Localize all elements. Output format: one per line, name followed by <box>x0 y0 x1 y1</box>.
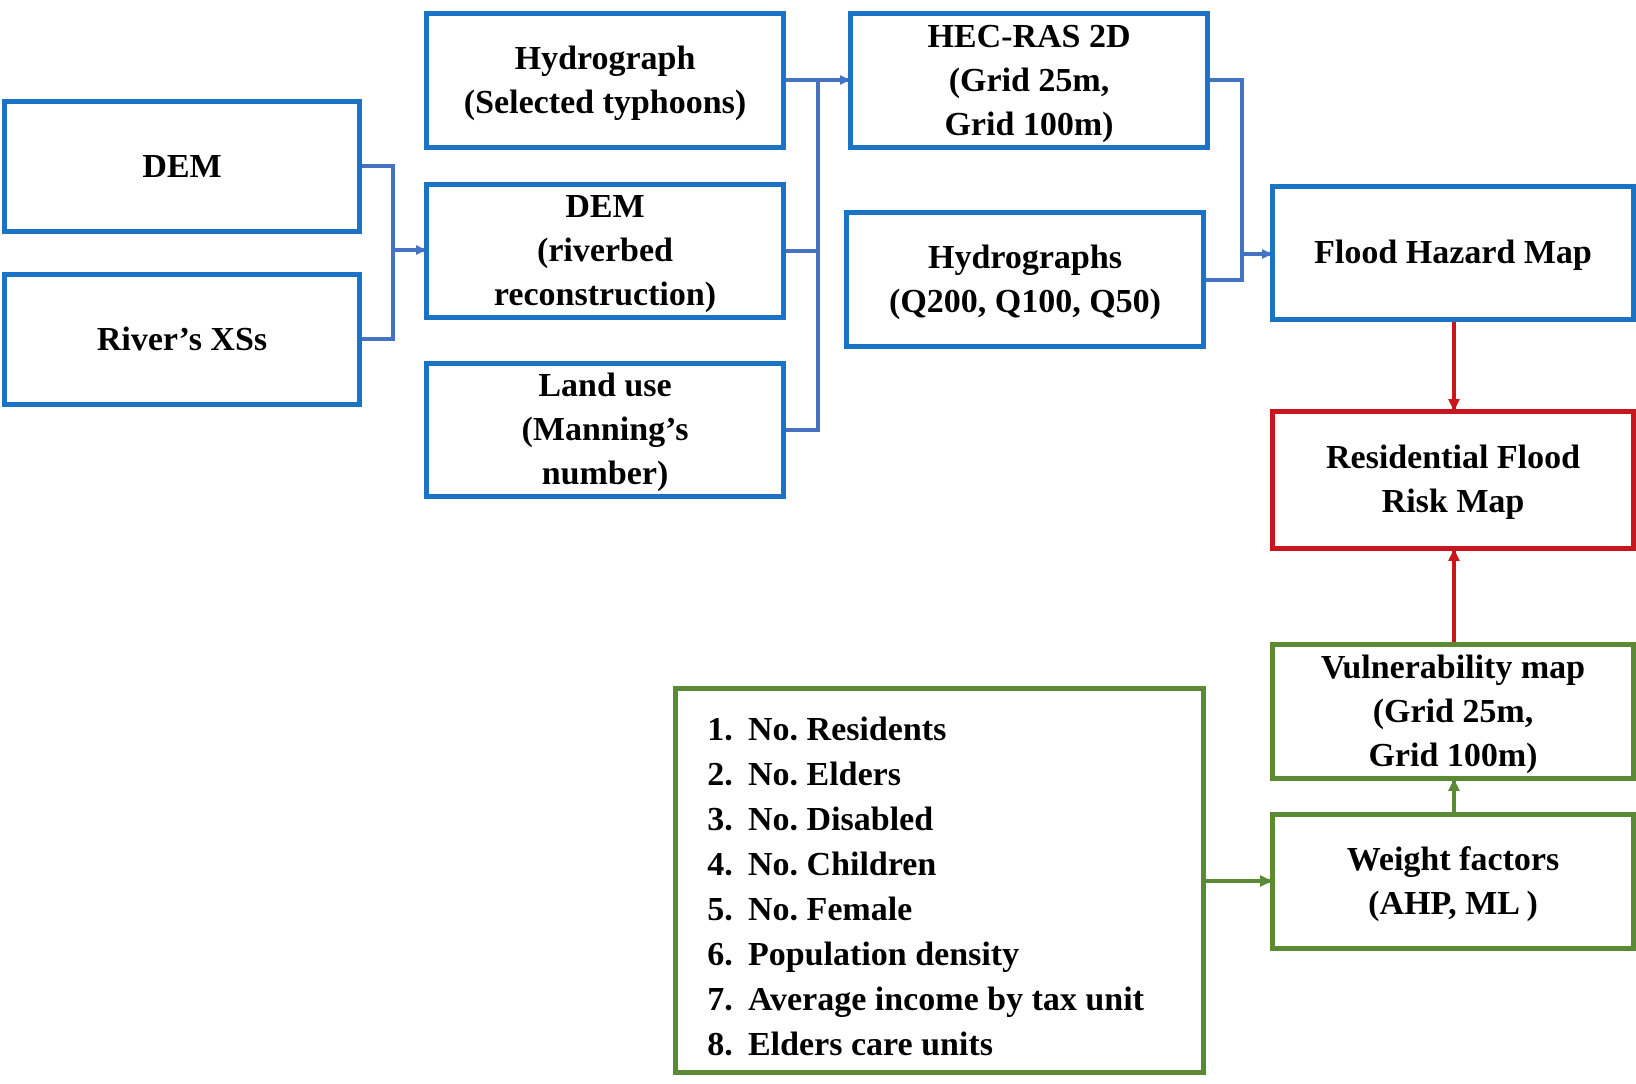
box-label-line: number) <box>541 455 669 492</box>
box-label-line: reconstruction) <box>493 276 717 313</box>
box-label-line: Hydrograph <box>514 39 696 77</box>
box-label-line: Grid 100m) <box>944 105 1114 143</box>
flood-hazard-map-box: Flood Hazard Map <box>1270 184 1636 322</box>
dem-riverbed-box: DEM (riverbed reconstruction) <box>424 182 786 320</box>
vulnerability-map-box: Vulnerability map (Grid 25m, Grid 100m) <box>1270 642 1636 781</box>
weight-factors-box: Weight factors (AHP, ML ) <box>1270 812 1636 951</box>
box-label-line: (riverbed <box>537 232 673 269</box>
box-label-line: DEM <box>565 188 645 225</box>
box-label-line: DEM <box>142 147 222 185</box>
box-label-line: Weight factors <box>1346 840 1560 878</box>
list-item: 6.Population density <box>707 936 1020 973</box>
hec-ras-box: HEC-RAS 2D (Grid 25m, Grid 100m) <box>848 11 1210 150</box>
box-label-line: Risk Map <box>1381 483 1525 520</box>
river-xs-box: River’s XSs <box>2 272 362 407</box>
dem-box: DEM <box>2 99 362 234</box>
list-item: 8.Elders care units <box>707 1026 993 1063</box>
box-label-line: HEC-RAS 2D <box>927 17 1131 55</box>
vulnerability-indicators-list: 1.No. Residents 2.No. Elders 3.No. Disab… <box>673 686 1206 1075</box>
box-label-line: Land use <box>538 367 672 404</box>
box-label-line: River’s XSs <box>96 320 268 358</box>
box-label-line: (Q200, Q100, Q50) <box>889 282 1161 320</box>
box-label-line: (Grid 25m, <box>1372 692 1534 730</box>
list-item: 7.Average income by tax unit <box>707 981 1144 1018</box>
box-label-line: (AHP, ML ) <box>1368 884 1538 922</box>
box-label-line: Hydrographs <box>928 238 1122 276</box>
box-label-line: Residential Flood <box>1325 439 1581 476</box>
list-item: 1.No. Residents <box>707 711 947 748</box>
hydrograph-typhoons-box: Hydrograph (Selected typhoons) <box>424 11 786 150</box>
hydrographs-q-box: Hydrographs (Q200, Q100, Q50) <box>844 210 1206 349</box>
box-label-line: Grid 100m) <box>1368 736 1538 774</box>
box-label-line: (Grid 25m, <box>948 61 1110 99</box>
connector-hec-ras <box>1206 78 1244 282</box>
connector-dem-to-bracket <box>362 164 395 341</box>
connector-hydrograph <box>786 78 820 432</box>
list-item: 3.No. Disabled <box>707 801 934 838</box>
list-item: 2.No. Elders <box>707 756 901 793</box>
list-item: 4.No. Children <box>707 846 937 883</box>
box-label-line: (Selected typhoons) <box>463 83 747 121</box>
box-label-line: (Manning’s <box>521 411 689 448</box>
land-use-box: Land use (Manning’s number) <box>424 361 786 499</box>
box-label-line: Flood Hazard Map <box>1314 234 1592 271</box>
box-label-line: Vulnerability map <box>1320 648 1586 686</box>
list-item: 5.No. Female <box>707 891 913 928</box>
